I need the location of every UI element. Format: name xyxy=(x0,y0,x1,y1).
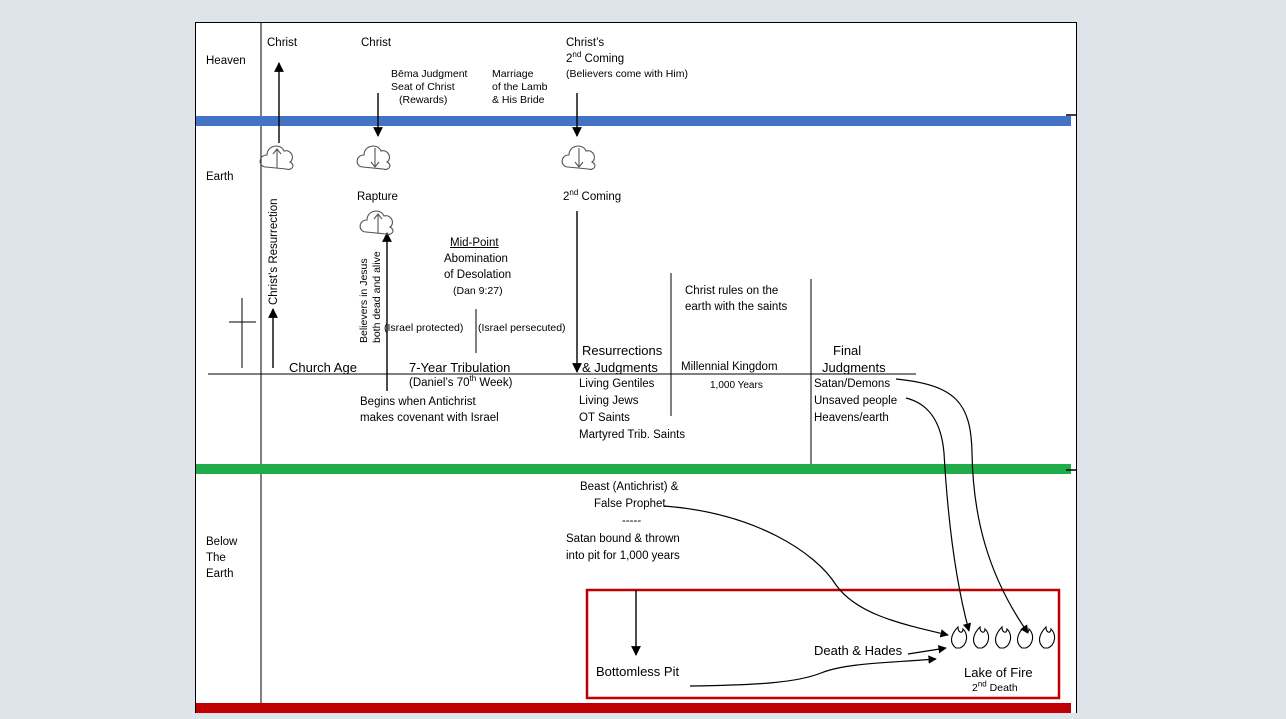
rewards-text: (Rewards) xyxy=(399,94,448,106)
earth-boundary-line xyxy=(196,464,1071,474)
israel-protected-text: (Israel protected) xyxy=(384,322,464,334)
mid-point-label: Mid-Point xyxy=(450,237,499,249)
millennial-kingdom-label: Millennial Kingdom xyxy=(681,361,778,373)
believers-come-text: (Believers come with Him) xyxy=(566,68,688,80)
hades-to-fire-arrow xyxy=(907,645,947,655)
daniels-week-text: (Daniel’s 70th Week) xyxy=(409,374,513,389)
judgments-final-label: Judgments xyxy=(822,360,886,375)
desolation-text: of Desolation xyxy=(444,269,512,281)
heaven-boundary-line xyxy=(196,116,1071,126)
flame-icons xyxy=(950,625,1056,649)
ot-saints-text: OT Saints xyxy=(579,412,630,424)
church-age-label: Church Age xyxy=(289,360,357,375)
dan-reference-text: (Dan 9:27) xyxy=(453,285,503,297)
christs-label: Christ’s xyxy=(566,37,605,49)
second-coming-earth-label: 2nd Coming xyxy=(563,188,622,203)
martyred-saints-text: Martyred Trib. Saints xyxy=(579,429,686,441)
below-earth-label: Below The Earth xyxy=(206,536,238,580)
beast-to-fire-arrow xyxy=(663,505,949,638)
death-hades-label: Death & Hades xyxy=(814,643,903,658)
dead-alive-text: both dead and alive xyxy=(371,251,383,343)
abomination-text: Abomination xyxy=(444,253,508,265)
rapture-label: Rapture xyxy=(357,191,398,203)
judgments-label: & Judgments xyxy=(582,360,658,375)
living-gentiles-text: Living Gentiles xyxy=(579,378,655,390)
thousand-years-pit-text: into pit for 1,000 years xyxy=(566,550,680,562)
separator-dashes: ----- xyxy=(622,515,642,527)
resurrections-label: Resurrections xyxy=(582,343,663,358)
christ-label: Christ xyxy=(361,37,392,49)
tribulation-label: 7-Year Tribulation xyxy=(409,360,511,375)
second-death-text: 2nd Death xyxy=(972,679,1018,694)
christ-label: Christ xyxy=(267,37,298,49)
final-label: Final xyxy=(833,343,862,358)
false-prophet-text: False Prophet xyxy=(594,498,666,510)
believers-jesus-text: Believers in Jesus xyxy=(358,258,370,343)
earth-label: Earth xyxy=(206,171,234,183)
end-times-diagram: Heaven Earth Below The Earth Christ Chri… xyxy=(195,22,1077,713)
unsaved-to-fire-arrow xyxy=(905,397,972,632)
lake-of-fire-label: Lake of Fire xyxy=(964,665,1033,680)
lake-of-fire-box xyxy=(585,588,1061,700)
bema-judgment-text: Bēma Judgment xyxy=(391,68,468,80)
second-coming-heaven-label: 2nd Coming xyxy=(566,50,625,65)
below-boundary-line xyxy=(196,703,1071,713)
diagram-lines xyxy=(196,23,1076,713)
thousand-years-text: 1,000 Years xyxy=(710,380,763,391)
bottomless-pit-label: Bottomless Pit xyxy=(596,664,680,679)
lamb-text: of the Lamb xyxy=(492,81,548,93)
bride-text: & His Bride xyxy=(492,94,545,106)
seat-of-christ-text: Seat of Christ xyxy=(391,81,455,93)
heaven-label: Heaven xyxy=(206,55,246,67)
earth-saints-text: earth with the saints xyxy=(685,301,788,313)
satan-demons-text: Satan/Demons xyxy=(814,378,891,390)
cloud-icon xyxy=(356,145,391,170)
christs-resurrection-text: Christ’s Resurrection xyxy=(268,198,280,305)
cloud-icon xyxy=(359,210,394,235)
christ-rules-text: Christ rules on the xyxy=(685,285,779,297)
israel-persecuted-text: (Israel persecuted) xyxy=(478,322,566,334)
marriage-text: Marriage xyxy=(492,68,534,80)
satan-to-fire-arrow xyxy=(895,378,1029,634)
cloud-icon xyxy=(561,145,596,170)
begins-antichrist-text: Begins when Antichrist xyxy=(360,396,476,408)
cloud-icon xyxy=(259,145,294,170)
heavens-earth-text: Heavens/earth xyxy=(814,412,889,424)
living-jews-text: Living Jews xyxy=(579,395,639,407)
satan-bound-text: Satan bound & thrown xyxy=(566,533,680,545)
covenant-israel-text: makes covenant with Israel xyxy=(360,412,499,424)
unsaved-people-text: Unsaved people xyxy=(814,395,898,407)
beast-antichrist-text: Beast (Antichrist) & xyxy=(580,481,679,493)
pit-to-fire-arrow xyxy=(689,655,937,687)
